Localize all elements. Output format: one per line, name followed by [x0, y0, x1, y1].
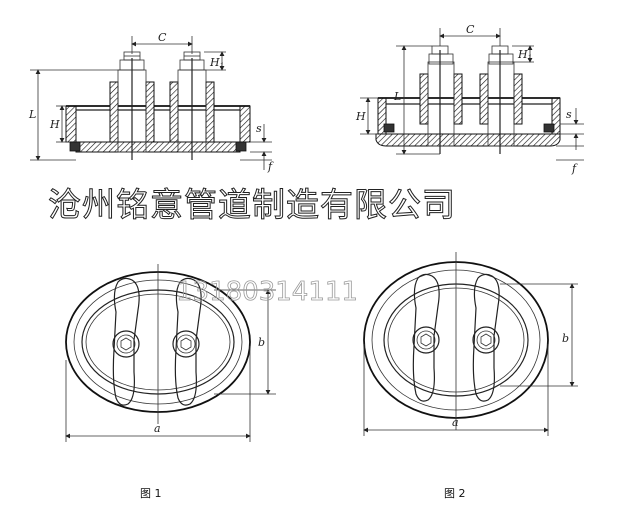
figure2-dim-s: s: [566, 108, 572, 121]
watermark-company: 沧州铭意管道制造有限公司: [48, 185, 456, 224]
figure2-right-bolt: [479, 45, 523, 154]
figure1-dim-a: a: [154, 422, 161, 435]
figure1-section-view: C H1 L H s f: [28, 31, 274, 173]
figure2-plan-view: a b: [363, 252, 578, 436]
figure2-section-view: C H1 L H s f: [355, 23, 584, 175]
figure2-dim-a: a: [452, 416, 459, 429]
figure1-dim-f: f: [267, 160, 274, 173]
figure2-caption: 图 2: [444, 487, 466, 500]
figure1-left-bolt: [109, 51, 155, 160]
figure1-right-bolt: [169, 51, 215, 160]
figure2-right-tbar: [472, 273, 500, 402]
figure2-left-bolt: [419, 45, 463, 154]
figure1-right-tbar: [172, 277, 202, 406]
watermark-phone: 13180314111: [176, 277, 358, 307]
figure2-dim-L: L: [393, 90, 401, 103]
figure2-dim-H: H: [355, 110, 366, 123]
figure1-dim-C: C: [158, 31, 167, 44]
figure2-dim-H1: H1: [517, 48, 532, 62]
figure1-plan-view: a b: [65, 264, 276, 442]
figure1-dim-s: s: [256, 122, 262, 135]
figure1-left-tbar: [112, 277, 140, 406]
figure2-dim-f: f: [571, 162, 578, 175]
figure1-caption: 图 1: [140, 487, 162, 500]
figure1-dim-L: L: [28, 108, 36, 121]
figure1-dim-H: H: [49, 118, 60, 131]
figure2-dim-b: b: [562, 332, 569, 345]
figure1-dim-b: b: [258, 336, 265, 349]
figure2-dim-C: C: [466, 23, 475, 36]
figure2-left-tbar: [412, 273, 440, 402]
figure1-dim-H1: H1: [209, 56, 224, 70]
